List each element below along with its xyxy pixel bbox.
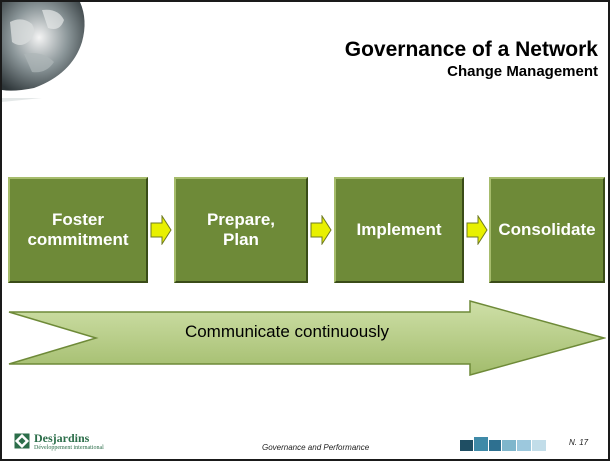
logo-subtitle: Développement international <box>34 445 104 451</box>
step-label: Prepare, <box>206 210 276 229</box>
step-label: commitment <box>27 230 129 249</box>
slide-title: Governance of a Network Change Managemen… <box>345 38 598 82</box>
step-implement: Implement <box>334 177 464 283</box>
desjardins-logo-icon <box>14 433 30 449</box>
step-label: Consolidate <box>498 220 596 239</box>
footer-color-bars <box>460 437 546 451</box>
communication-arrow <box>8 300 606 376</box>
banner-label: Communicate continuously <box>184 322 390 341</box>
step-label: Implement <box>356 220 442 239</box>
right-arrow-icon <box>310 215 332 245</box>
step-prepare-plan: Prepare, Plan <box>174 177 308 283</box>
logo-name: Desjardins <box>34 431 90 445</box>
globe-image <box>2 2 85 102</box>
right-arrow-icon <box>466 215 488 245</box>
page-number: N. 17 <box>569 438 589 447</box>
right-arrow-icon <box>150 215 172 245</box>
step-label: Foster <box>52 210 104 229</box>
title-main: Governance of a Network <box>344 38 598 61</box>
title-subtitle: Change Management <box>447 63 598 80</box>
step-label: Plan <box>223 230 259 249</box>
step-consolidate: Consolidate <box>489 177 605 283</box>
step-foster-commitment: Foster commitment <box>8 177 148 283</box>
footer-caption: Governance and Performance <box>262 443 370 452</box>
